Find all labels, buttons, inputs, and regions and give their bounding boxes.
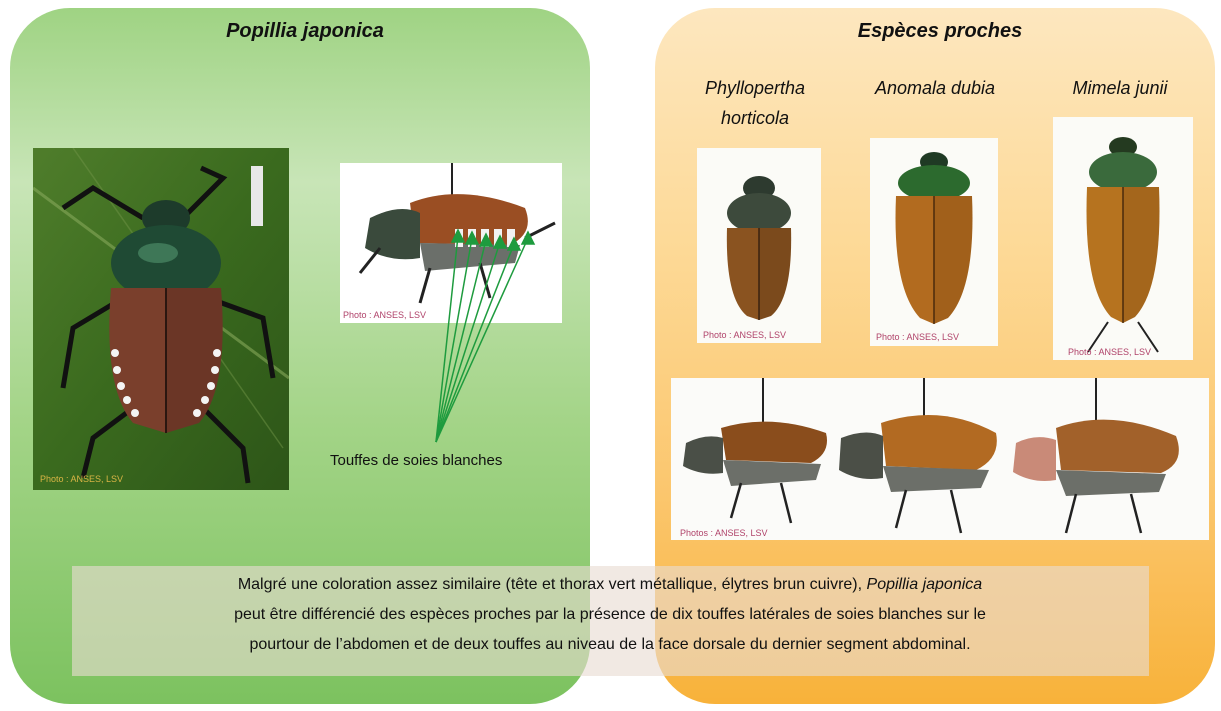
beetle-lateral-image [340,163,562,323]
beetle-dorsal-image [697,148,821,343]
photo-credit: Photo : ANSES, LSV [876,332,960,342]
mimela-photo [1053,117,1193,360]
beetles-lateral-image [671,378,1209,540]
species-name-phyllopertha: Phyllopertha horticola [704,78,806,128]
photo-credit: Photo : ANSES, LSV [343,310,427,320]
caption-text: Malgré une coloration assez similaire (t… [234,576,986,653]
species-name-mimela: Mimela junii [1072,78,1168,98]
popillia-title: Popillia japonica [226,20,384,42]
popillia-dorsal-photo [33,148,289,490]
phyllopertha-photo [697,148,821,343]
photo-credit: Photo : ANSES, LSV [703,330,787,340]
beetle-dorsal-image [870,138,998,346]
related-species-side-photos [671,378,1209,540]
tufts-label: Touffes de soies blanches [330,452,503,469]
caption-box [72,566,1149,676]
species-name-anomala: Anomala dubia [874,78,996,98]
beetle-dorsal-image [33,148,289,490]
photo-credit: Photos : ANSES, LSV [680,528,768,538]
related-species-title: Espèces proches [857,20,1023,42]
anomala-photo [870,138,998,346]
photo-credit: Photo : ANSES, LSV [40,474,124,484]
species-name-inline: Popillia japonica [866,576,983,593]
photo-credit: Photo : ANSES, LSV [1068,347,1152,357]
popillia-side-photo [340,163,562,323]
beetle-dorsal-image [1053,117,1193,360]
